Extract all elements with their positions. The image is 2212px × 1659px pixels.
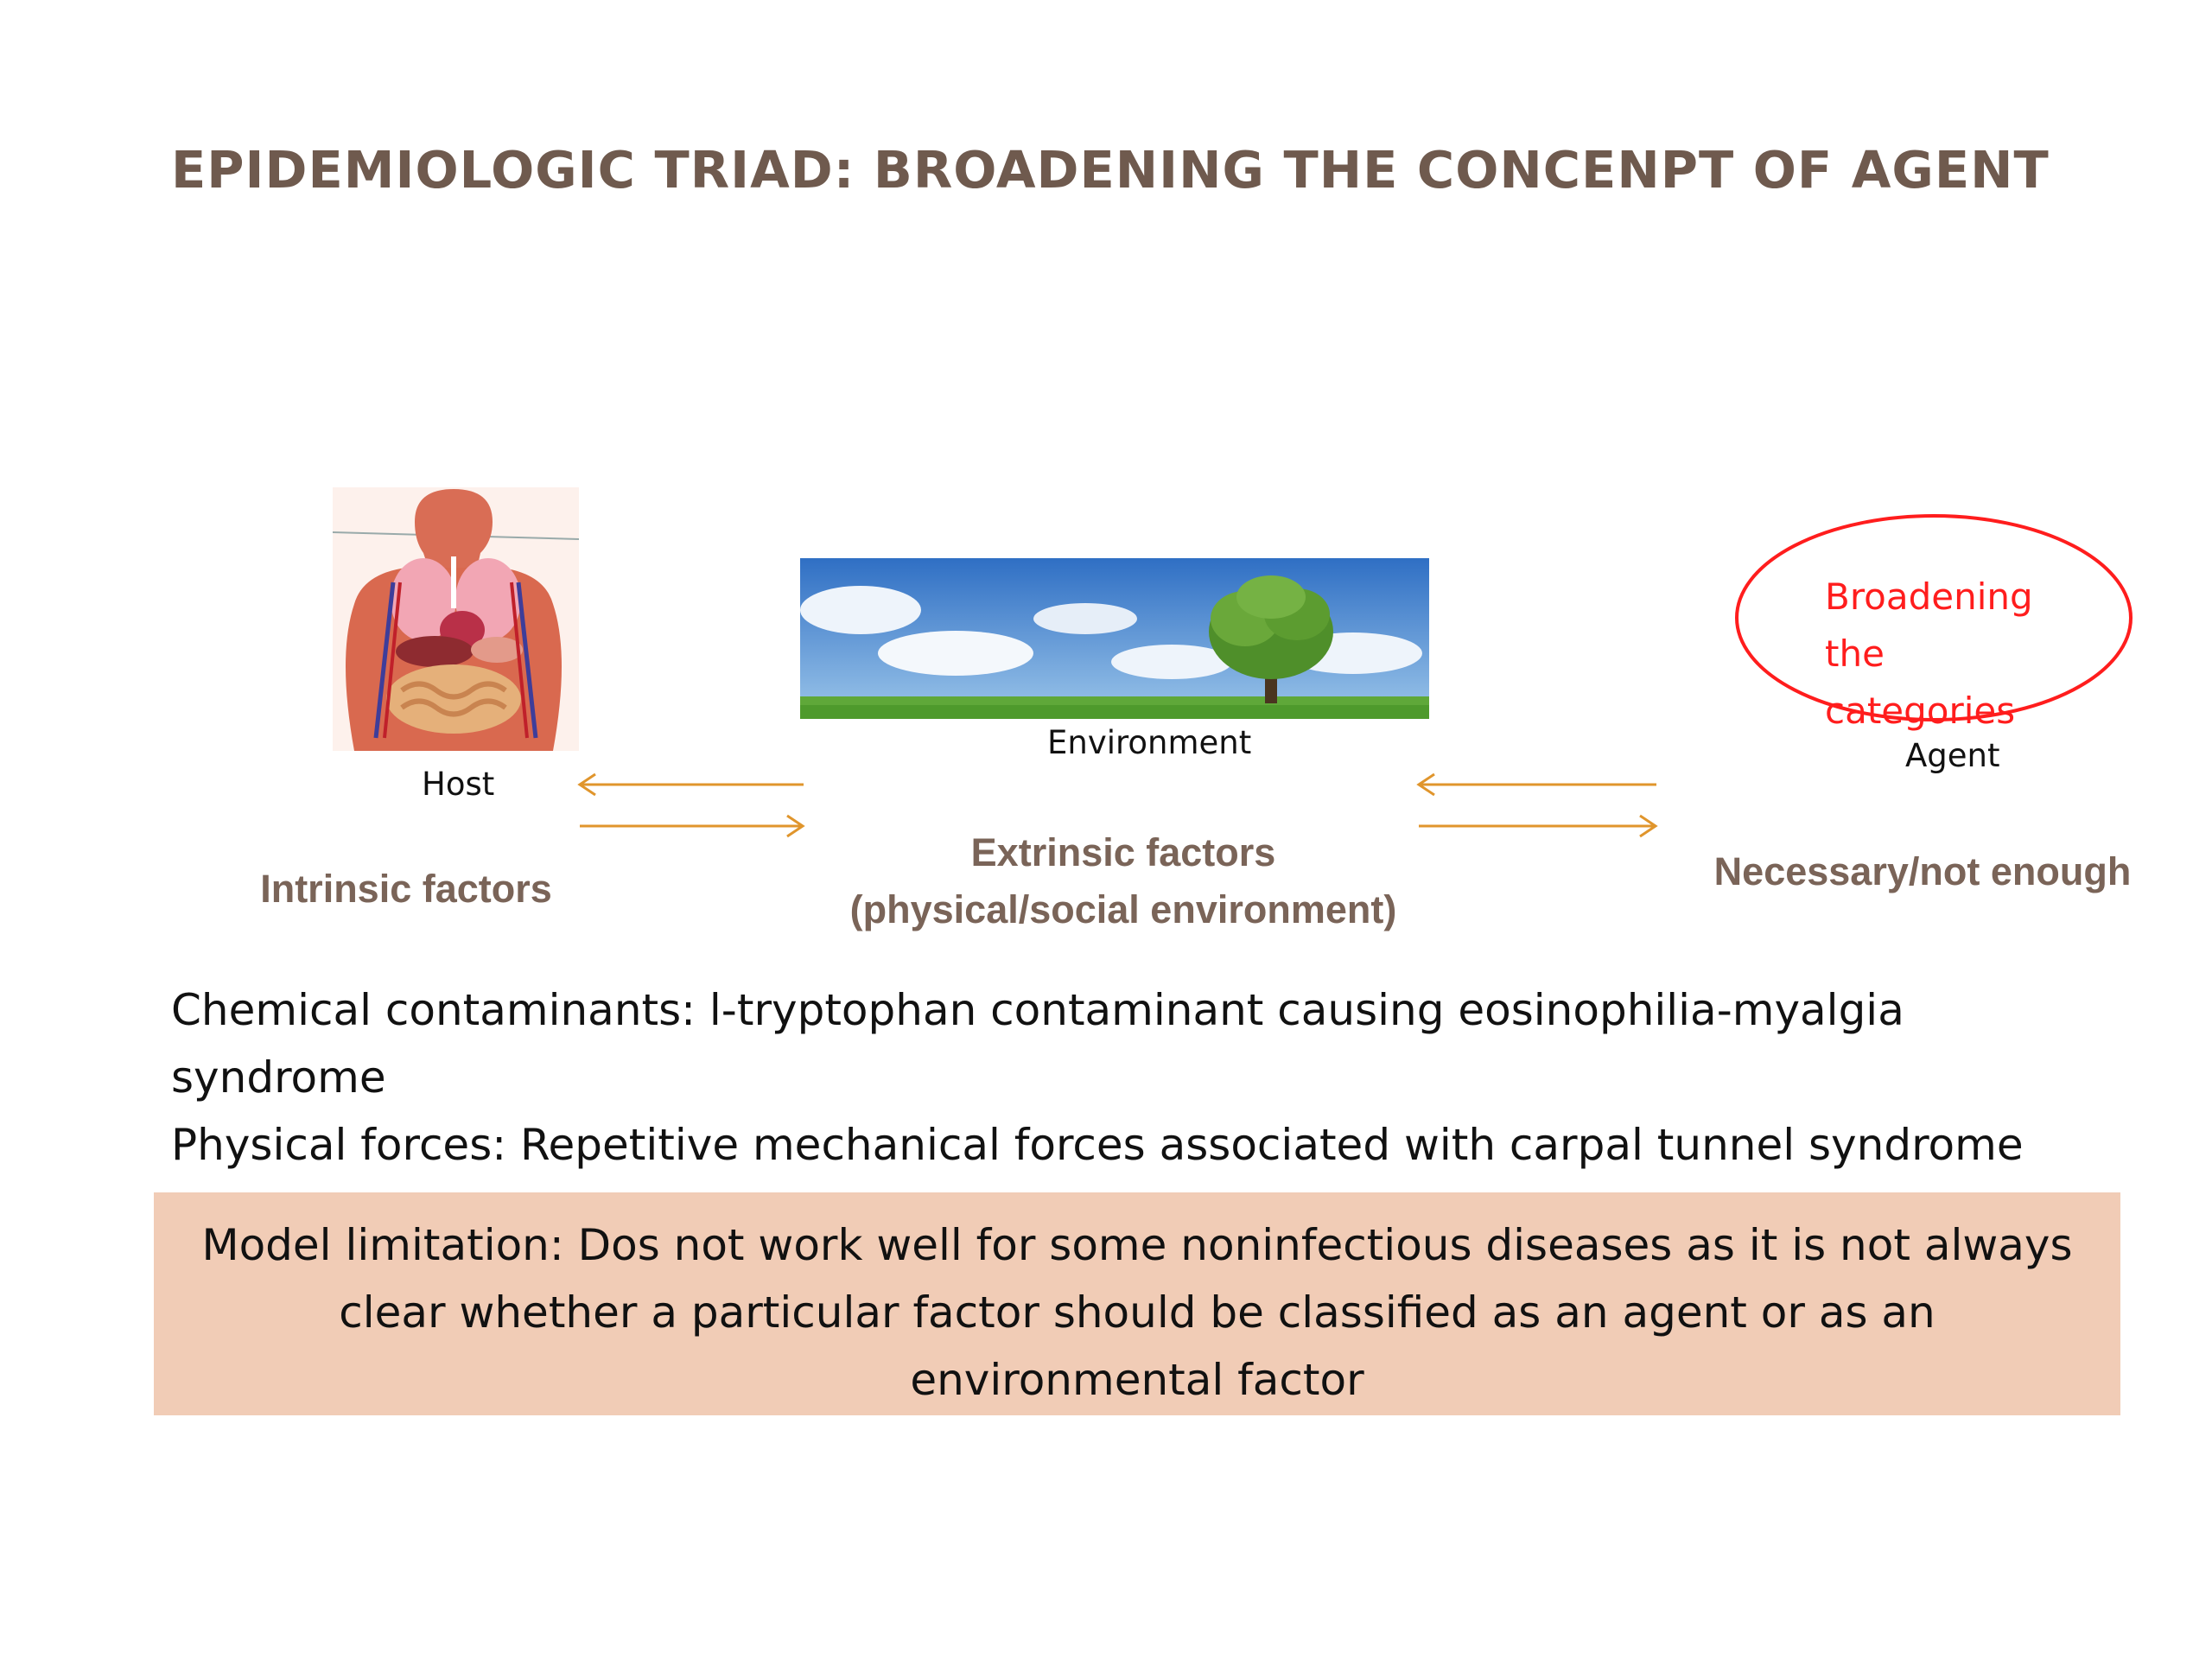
environment-factor-line1: Extrinsic factors (970, 830, 1276, 874)
arrows-environment-agent (1416, 772, 1658, 838)
environment-label: Environment (1047, 724, 1252, 761)
annotation-line-3: categories (1825, 690, 2016, 732)
model-limitation-text: Model limitation: Dos not work well for … (201, 1220, 2073, 1405)
host-anatomy-image (333, 487, 579, 751)
host-label: Host (422, 766, 495, 803)
agent-label: Agent (1905, 737, 2000, 774)
model-limitation-box: Model limitation: Dos not work well for … (154, 1192, 2120, 1415)
slide-title: EPIDEMIOLOGIC TRIAD: BROADENING THE CONC… (171, 140, 2050, 200)
annotation-line-2: the (1825, 632, 1885, 675)
environment-factor-text: Extrinsic factors (physical/social envir… (812, 824, 1434, 938)
arrows-host-environment (577, 772, 805, 838)
physical-forces-text: Physical forces: Repetitive mechanical f… (171, 1120, 2024, 1170)
annotation-text: Broadening the categories (1825, 569, 2033, 740)
annotation-circle (1735, 514, 2133, 721)
agent-factor-text: Necessary/not enough (1713, 849, 2132, 893)
annotation-line-1: Broadening (1825, 575, 2033, 618)
chemical-contaminants-text: Chemical contaminants: l-tryptophan cont… (171, 985, 1904, 1103)
environment-landscape-image (800, 558, 1429, 719)
host-factor-text: Intrinsic factors (260, 867, 552, 911)
environment-factor-line2: (physical/social environment) (849, 887, 1397, 931)
